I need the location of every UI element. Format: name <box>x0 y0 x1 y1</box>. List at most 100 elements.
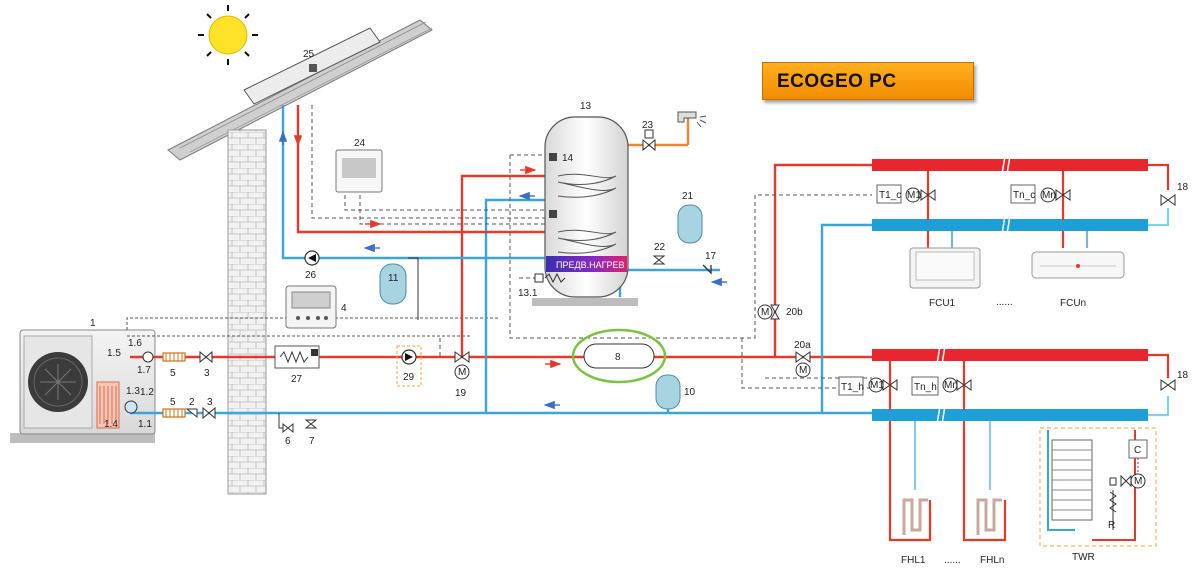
sun-icon <box>198 5 258 65</box>
label-20b: 20b <box>786 307 803 318</box>
m-20b: M <box>761 307 769 318</box>
label-20a: 20a <box>794 340 811 351</box>
label-18a: 18 <box>1177 182 1189 193</box>
label-1-1: 1.1 <box>138 419 152 430</box>
valve-20b <box>757 304 780 320</box>
label-7: 7 <box>309 436 315 447</box>
label-4: 4 <box>341 303 347 314</box>
title-badge: ECOGEO PC <box>762 62 974 100</box>
tag-c: C <box>1134 445 1141 456</box>
label-fcu-dots: ...... <box>996 297 1013 308</box>
check-valve-17 <box>702 264 712 275</box>
three-way-valve-19 <box>454 351 470 380</box>
tag-t1c: T1_c <box>879 190 901 201</box>
label-3a: 3 <box>204 368 210 379</box>
label-27: 27 <box>291 374 303 385</box>
tag-r: R <box>1108 520 1115 531</box>
label-1-3: 1.3 <box>126 386 140 397</box>
label-1-7: 1.7 <box>137 365 151 376</box>
circulation-pump-29 <box>401 349 417 365</box>
fan-coil-unit-1 <box>909 247 981 289</box>
label-13-1: 13.1 <box>518 288 538 299</box>
label-29: 29 <box>403 372 415 383</box>
label-19: 19 <box>455 388 467 399</box>
m-19: M <box>458 367 466 378</box>
label-8: 8 <box>615 352 621 363</box>
collector-fhl-return <box>872 409 1148 421</box>
heat-pump-control-lines <box>126 317 500 337</box>
tag-mn-bottom: Mn <box>944 380 958 391</box>
label-fcun: FCUn <box>1060 298 1086 309</box>
label-23: 23 <box>642 120 654 131</box>
label-fcu1: FCU1 <box>929 298 956 309</box>
brick-wall <box>227 129 267 495</box>
label-5b: 5 <box>170 397 176 408</box>
collector-breaks-bottom <box>936 345 946 425</box>
label-3b: 3 <box>207 397 213 408</box>
fan-coil-unit-n <box>1031 251 1125 279</box>
tag-m-twr: M <box>1134 476 1142 487</box>
label-10: 10 <box>684 387 696 398</box>
expansion-vessel-10 <box>655 374 681 410</box>
label-21: 21 <box>682 191 694 202</box>
electric-heater-27 <box>274 345 320 369</box>
tag-mn-top: Mn <box>1042 190 1056 201</box>
label-fhl1: FHL1 <box>901 555 926 566</box>
collector-breaks-top <box>1001 155 1011 235</box>
twr-group-box <box>1039 427 1157 547</box>
tank-preheat-label: ПРЕДВ.НАГРЕВ <box>556 260 624 270</box>
flow-arrows <box>278 130 727 410</box>
floor-loops <box>902 498 1002 535</box>
mixing-valve-23 <box>642 129 656 152</box>
label-24: 24 <box>354 138 366 149</box>
collector-fcu-supply <box>872 159 1148 171</box>
valve-20a <box>795 351 811 378</box>
tag-tnc: Tn_c <box>1013 190 1035 201</box>
immersion-heater-13-1 <box>534 272 566 284</box>
safety-valve-22 <box>652 255 666 265</box>
tag-m1-bottom: M1 <box>870 380 884 391</box>
label-fhln: FHLn <box>980 555 1004 566</box>
roof <box>167 19 433 161</box>
solar-collector <box>243 27 381 105</box>
heat-pump-outdoor-unit <box>19 329 156 435</box>
label-fhl-dots: ...... <box>944 555 961 566</box>
label-13: 13 <box>580 101 592 112</box>
ground-slab-tank <box>532 298 638 306</box>
label-1-2: 1.2 <box>140 387 154 398</box>
fcu-branches <box>926 163 1170 248</box>
dhw-tank-13 <box>544 116 629 298</box>
ground-slab-heatpump <box>10 433 155 443</box>
label-25: 25 <box>303 49 315 60</box>
collector-fcu-return <box>872 219 1148 231</box>
label-22: 22 <box>654 242 666 253</box>
controller-panel <box>285 285 337 329</box>
expansion-vessel-21 <box>677 204 703 244</box>
label-17: 17 <box>705 251 717 262</box>
towel-radiator <box>1047 430 1148 541</box>
fcu-valves <box>876 184 1176 206</box>
label-18b: 18 <box>1177 370 1189 381</box>
buffer-tank-8 <box>571 328 667 384</box>
hp-hydraulic-components <box>124 350 318 434</box>
tag-tnh: Tn_h <box>914 382 937 393</box>
label-11: 11 <box>388 273 399 284</box>
diagram-title: ECOGEO PC <box>777 71 897 92</box>
label-14: 14 <box>562 153 574 164</box>
label-5a: 5 <box>170 368 176 379</box>
label-6: 6 <box>285 436 291 447</box>
label-1-5: 1.5 <box>107 348 121 359</box>
solar-pump <box>304 250 320 266</box>
control-wiring <box>311 105 872 389</box>
tag-t1h: T1_h <box>841 382 864 393</box>
expansion-vessel-11 <box>379 257 419 320</box>
tap-icon <box>677 111 707 128</box>
label-2: 2 <box>189 397 195 408</box>
label-twr: TWR <box>1072 552 1095 563</box>
solar-controller <box>335 149 383 193</box>
label-1-4: 1.4 <box>104 419 118 430</box>
fhl-valves <box>838 376 1176 396</box>
label-26: 26 <box>305 270 317 281</box>
m-20a: M <box>799 365 807 376</box>
